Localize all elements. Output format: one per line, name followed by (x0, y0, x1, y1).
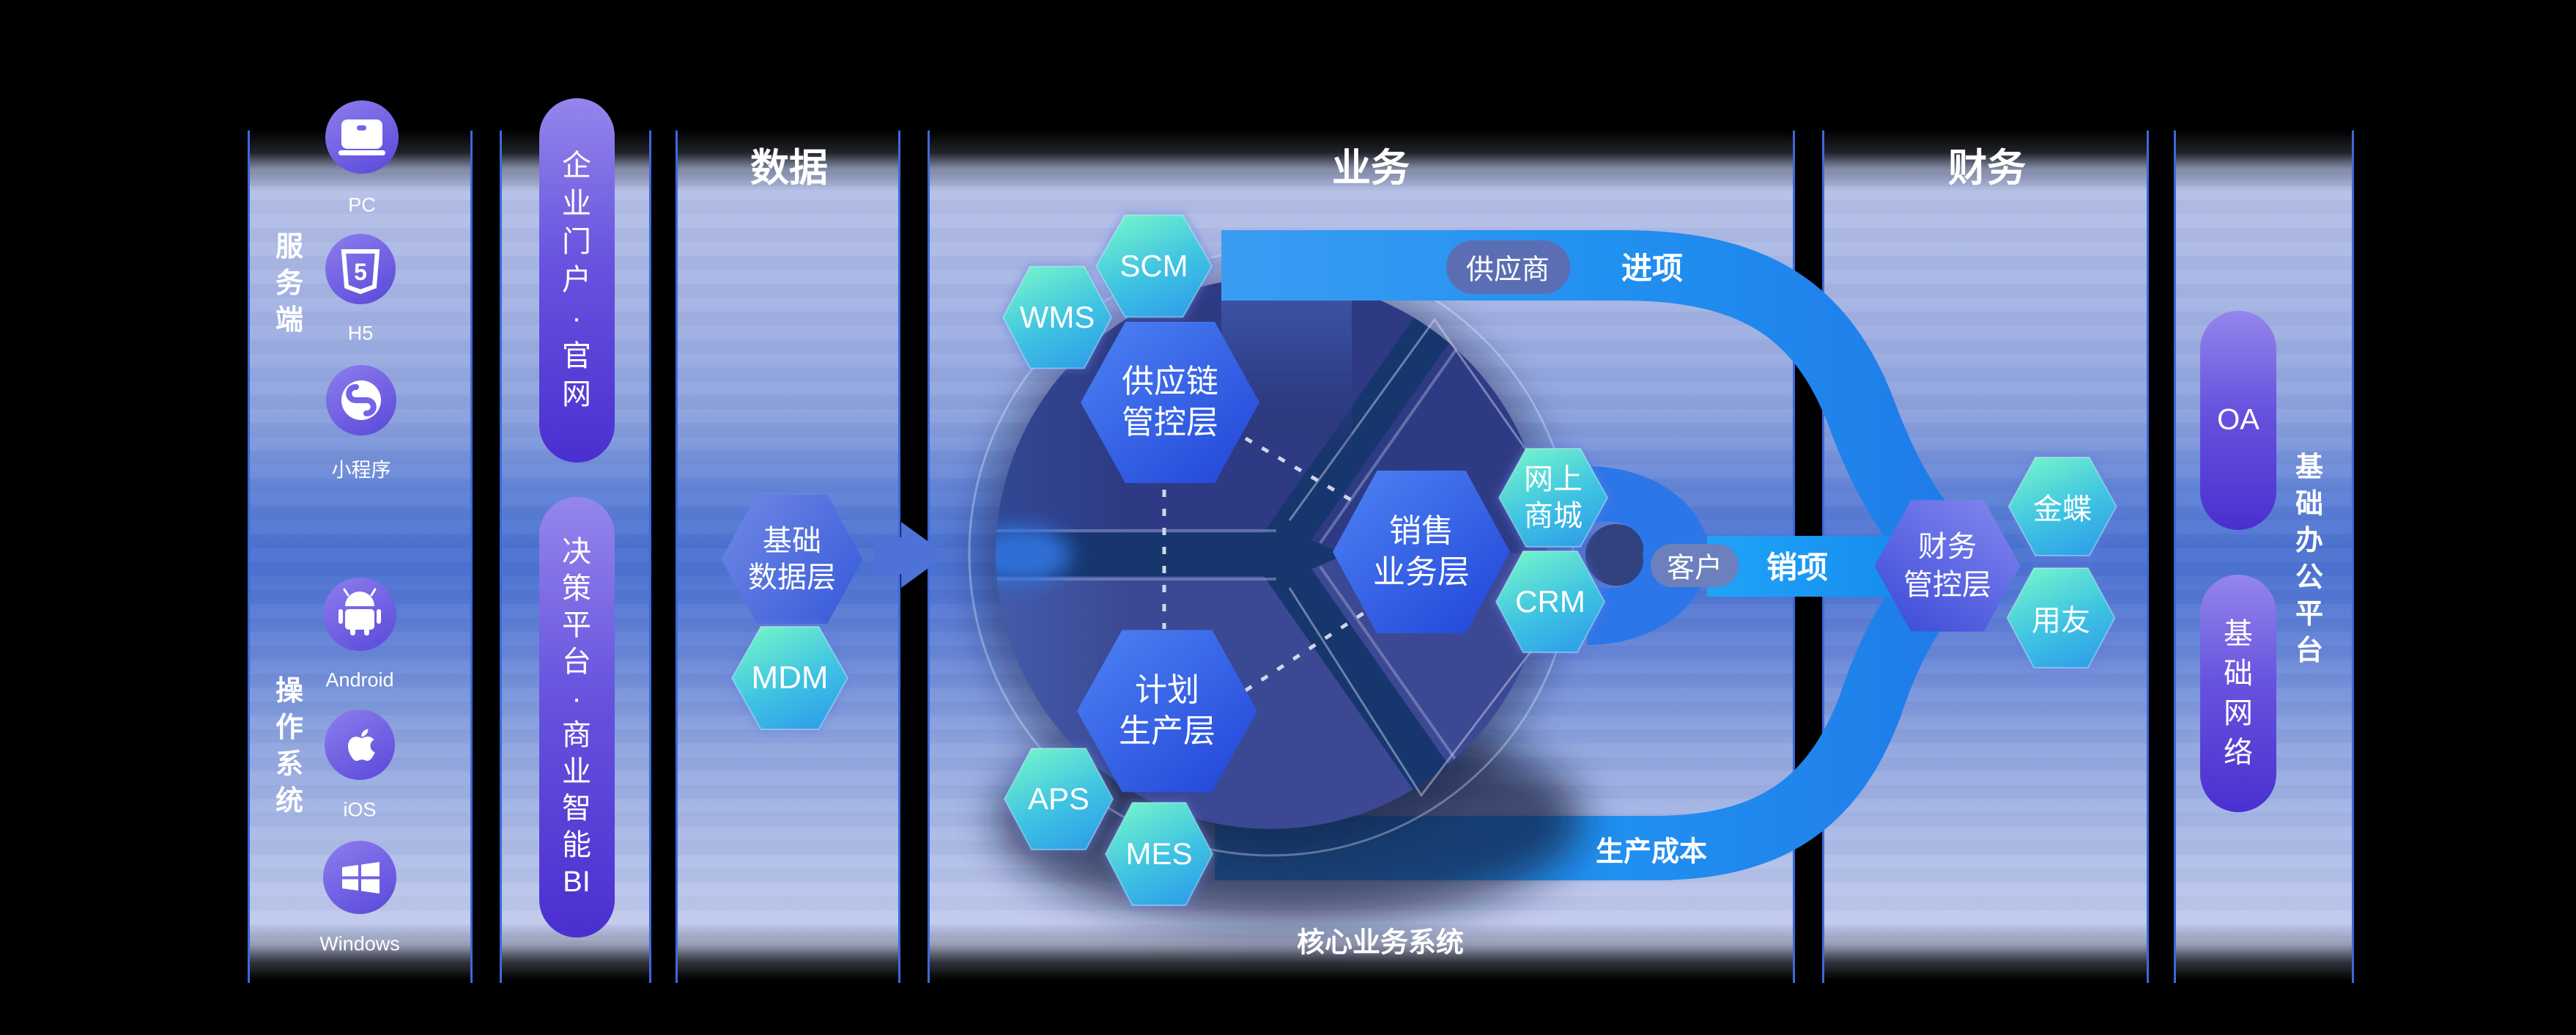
svg-text:5: 5 (354, 259, 367, 285)
